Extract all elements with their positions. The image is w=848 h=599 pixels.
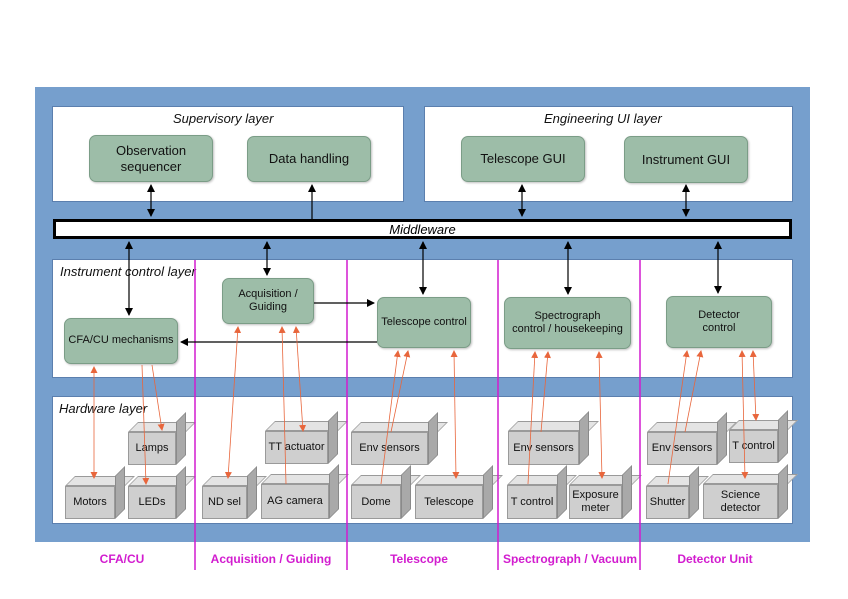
middleware-label: Middleware [389, 221, 456, 237]
env-sensors-telescope-hardware: Env sensors [351, 412, 448, 465]
column-label-telescope: Telescope [390, 552, 448, 566]
exposure-meter-label: Exposure meter [572, 489, 619, 514]
leds-hardware: LEDs [128, 466, 196, 519]
instrument-gui-module: Instrument GUI [624, 136, 748, 183]
spectrograph-control-module: Spectrograph control / housekeeping [504, 297, 631, 349]
middleware-connections [125, 184, 722, 346]
telescope-control-label: Telescope control [381, 315, 467, 328]
lamps-label: Lamps [135, 442, 169, 455]
telescope-gui-label: Telescope GUI [480, 151, 566, 167]
observation-sequencer-module: Observation sequencer [89, 135, 213, 182]
lamps-hardware: Lamps [128, 412, 196, 465]
cfa-cu-mechanisms-label: CFA/CU mechanisms [68, 334, 174, 347]
column-label-cfa-cu: CFA/CU [99, 552, 145, 566]
telescope-gui-module: Telescope GUI [461, 136, 585, 182]
data-handling-label: Data handling [268, 151, 350, 167]
data-handling-module: Data handling [247, 136, 371, 182]
column-label-spectrograph-vacuum: Spectrograph / Vacuum [502, 552, 638, 566]
hardware-layer-title: Hardware layer [59, 401, 148, 416]
t-control-detector-hardware: T control [729, 410, 798, 463]
nd-sel-label: ND sel [207, 496, 241, 509]
env-sensors-spectrograph-label: Env sensors [513, 441, 574, 454]
dome-label: Dome [361, 495, 391, 508]
leds-label: LEDs [138, 496, 166, 509]
cfa-cu-mechanisms-module: CFA/CU mechanisms [64, 318, 178, 364]
detector-control-label: Detector control [698, 308, 740, 334]
shutter-hardware: Shutter [646, 466, 709, 519]
env-sensors-detector-hardware: Env sensors [647, 412, 737, 465]
middleware-bar: Middleware [53, 219, 792, 239]
observation-sequencer-label: Observation sequencer [115, 142, 187, 174]
acquisition-guiding-module: Acquisition / Guiding [222, 278, 314, 324]
t-control-spectrograph-label: T control [510, 495, 554, 508]
column-label-acquisition-guiding: Acquisition / Guiding [210, 552, 332, 566]
ag-camera-label: AG camera [267, 495, 323, 508]
science-detector-hardware: Science detector [703, 464, 798, 519]
env-sensors-spectrograph-hardware: Env sensors [508, 411, 599, 465]
motors-hardware: Motors [65, 466, 135, 519]
acquisition-guiding-label: Acquisition / Guiding [238, 287, 298, 313]
motors-label: Motors [73, 496, 107, 509]
supervisory-layer-title: Supervisory layer [173, 111, 274, 126]
env-sensors-detector-label: Env sensors [651, 442, 713, 455]
telescope-hardware: Telescope [415, 465, 503, 519]
column-label-detector-unit: Detector Unit [677, 552, 753, 566]
t-control-detector-label: T control [732, 440, 775, 453]
instrument-gui-label: Instrument GUI [641, 151, 731, 167]
tt-actuator-hardware: TT actuator [265, 411, 348, 464]
telescope-label: Telescope [424, 495, 474, 508]
t-control-spectrograph-hardware: T control [507, 465, 577, 519]
tt-actuator-label: TT actuator [268, 441, 325, 454]
engineering-ui-layer-title: Engineering UI layer [544, 111, 662, 126]
spectrograph-control-label: Spectrograph control / housekeeping [512, 309, 623, 335]
exposure-meter-hardware: Exposure meter [569, 465, 642, 519]
hardware-links [90, 326, 760, 485]
shutter-label: Shutter [649, 496, 686, 509]
column-dividers [194, 260, 641, 570]
science-detector-label: Science detector [720, 488, 761, 514]
dome-hardware: Dome [351, 465, 421, 519]
detector-control-module: Detector control [666, 296, 772, 348]
ag-camera-hardware: AG camera [261, 464, 349, 519]
telescope-control-module: Telescope control [377, 297, 471, 348]
nd-sel-hardware: ND sel [202, 466, 267, 519]
env-sensors-telescope-label: Env sensors [359, 442, 420, 455]
